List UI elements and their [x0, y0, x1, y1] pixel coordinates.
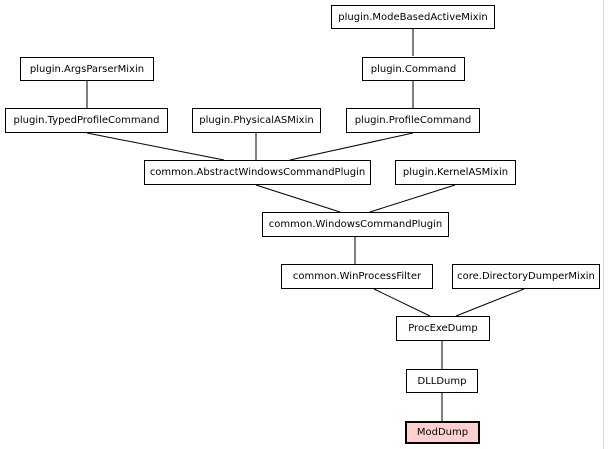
- node-mod-dump[interactable]: ModDump: [405, 421, 480, 444]
- node-mode-based-active-mixin[interactable]: plugin.ModeBasedActiveMixin: [331, 5, 495, 29]
- edge-winprocfilter-procexedump: [373, 288, 431, 317]
- edge-kernelas-windowscmd: [369, 184, 456, 213]
- node-proc-exe-dump[interactable]: ProcExeDump: [396, 316, 490, 341]
- node-dll-dump[interactable]: DLLDump: [406, 369, 478, 393]
- node-kernel-as-mixin[interactable]: plugin.KernelASMixin: [395, 160, 516, 185]
- edge-profilecommand-abstractwin: [289, 132, 414, 161]
- node-directory-dumper-mixin[interactable]: core.DirectoryDumperMixin: [452, 264, 600, 289]
- node-physical-as-mixin[interactable]: plugin.PhysicalASMixin: [192, 108, 321, 133]
- node-args-parser-mixin[interactable]: plugin.ArgsParserMixin: [20, 57, 154, 81]
- node-profile-command[interactable]: plugin.ProfileCommand: [346, 108, 480, 133]
- node-abstract-windows-command-plugin[interactable]: common.AbstractWindowsCommandPlugin: [144, 160, 371, 185]
- edge-abstractwin-windowscmd: [255, 184, 341, 213]
- edge-dirdumper-procexedump: [455, 288, 525, 317]
- node-typed-profile-command[interactable]: plugin.TypedProfileCommand: [5, 108, 168, 133]
- edge-typedprofile-abstractwin: [86, 132, 225, 161]
- node-win-process-filter[interactable]: common.WinProcessFilter: [281, 264, 433, 289]
- node-windows-command-plugin[interactable]: common.WindowsCommandPlugin: [262, 212, 449, 237]
- node-command[interactable]: plugin.Command: [362, 57, 465, 81]
- frame-border: [603, 0, 604, 449]
